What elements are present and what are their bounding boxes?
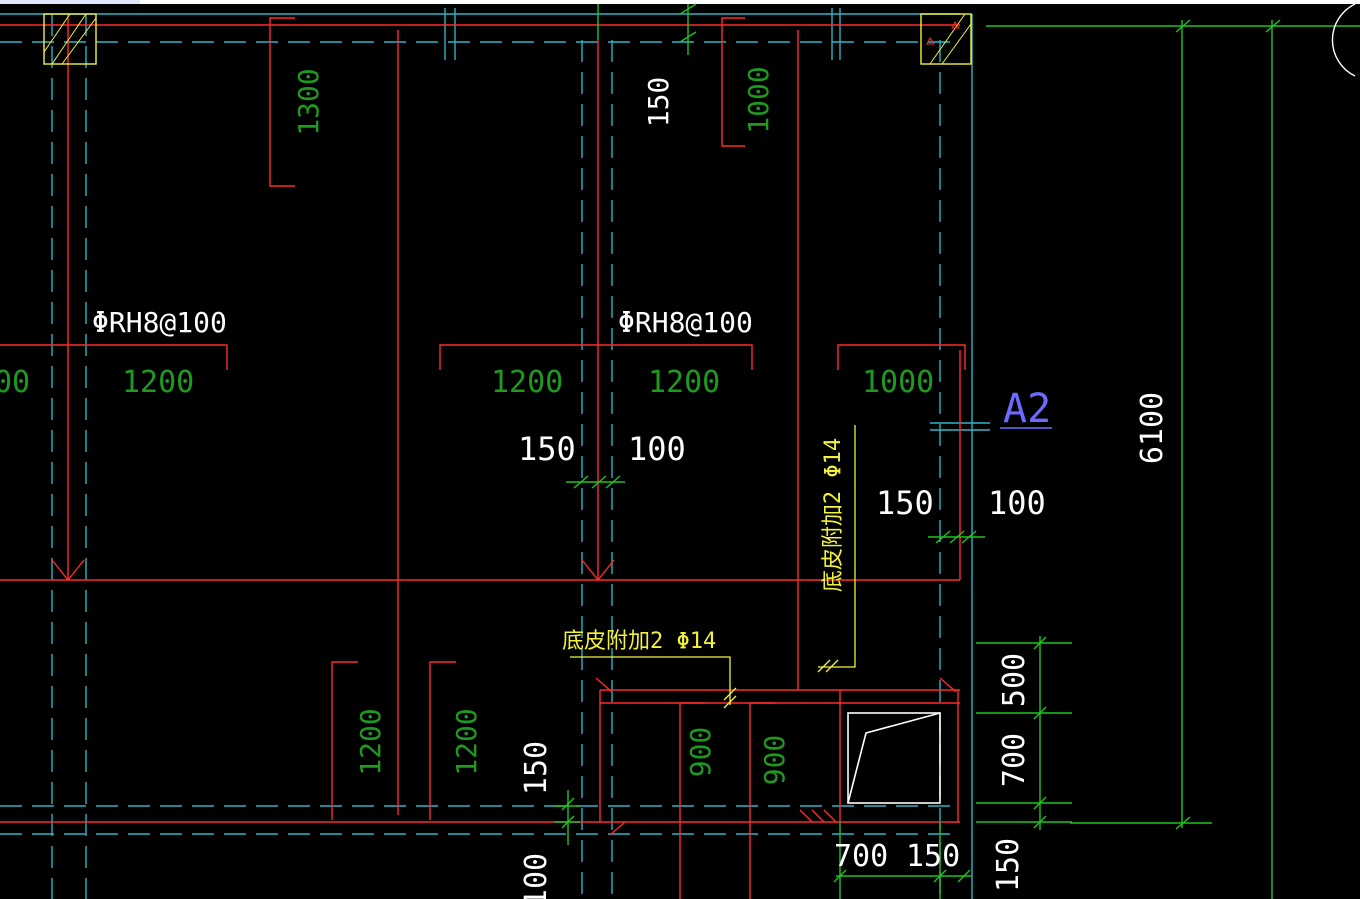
dim-1200-mid-b: 1200 — [648, 365, 720, 400]
rebar-label-mid: ΦRH8@100 — [618, 306, 753, 339]
title-strip-accent — [0, 0, 140, 4]
dim-150-right: 150 — [876, 484, 934, 522]
rebar-label-left: ΦRH8@100 — [92, 306, 227, 339]
dim-900-b: 900 — [758, 735, 791, 786]
extra-bar-label-horizontal: 底皮附加2 Φ14 — [562, 629, 716, 654]
column-box-left — [43, 13, 97, 65]
green-dimension-lines — [554, 3, 1360, 899]
dim-700-horiz: 700 — [834, 839, 888, 874]
dim-1200-low-b: 1200 — [450, 708, 483, 775]
dim-100-low: 100 — [519, 853, 554, 899]
dim-150-bottom-right: 150 — [991, 838, 1026, 892]
dim-1200-mid-a: 1200 — [491, 365, 563, 400]
dim-100-mid: 100 — [628, 430, 686, 468]
extra-bar-label-vertical: 底皮附加2 Φ14 — [821, 438, 846, 592]
dim-1000-right: 1000 — [862, 365, 934, 400]
column-box-right — [920, 13, 972, 65]
dim-1300: 1300 — [292, 68, 325, 135]
annotation-labels: ΦRH8@100 ΦRH8@100 底皮附加2 Φ14 底皮附加2 Φ14 A2 — [92, 306, 1052, 654]
dim-150-horiz: 150 — [906, 839, 960, 874]
title-strip — [0, 0, 1360, 4]
axis-label-a2: A2 — [1003, 386, 1051, 432]
dim-150-top: 150 — [642, 77, 675, 128]
dim-150-mid: 150 — [518, 430, 576, 468]
dim-1200-low-a: 1200 — [354, 708, 387, 775]
dim-6100: 6100 — [1135, 392, 1170, 464]
arc-symbol — [1331, 3, 1356, 77]
opening-symbol — [847, 712, 941, 804]
dim-700-vert: 700 — [997, 733, 1032, 787]
red-rebar-lines — [0, 14, 966, 899]
dim-00-cut: 00 — [0, 365, 30, 400]
dimension-texts: 1300 1000 150 00 1200 1200 1200 1000 150… — [0, 66, 1170, 899]
yellow-leader-lines — [570, 425, 856, 709]
dim-500: 500 — [997, 653, 1032, 707]
dim-1200-left: 1200 — [122, 365, 194, 400]
dim-150-low: 150 — [519, 741, 554, 795]
dim-100-right: 100 — [988, 484, 1046, 522]
dim-900-a: 900 — [684, 727, 717, 778]
dim-1000-top: 1000 — [742, 66, 775, 133]
